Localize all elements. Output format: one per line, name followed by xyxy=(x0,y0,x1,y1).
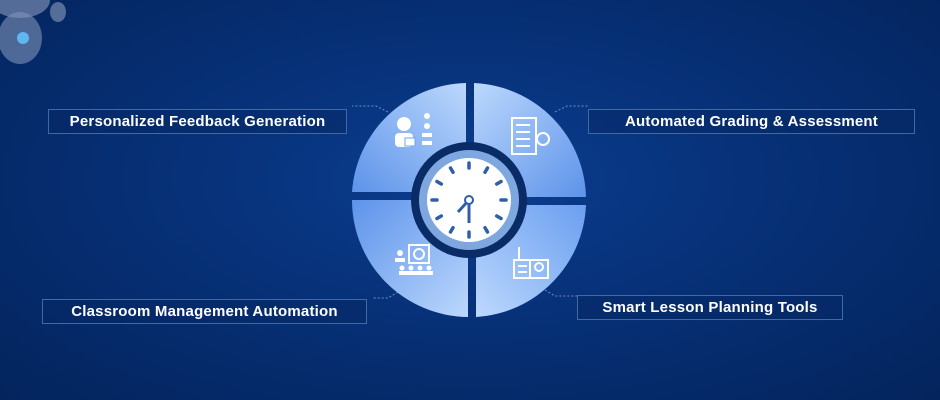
clock-tick xyxy=(494,179,503,186)
label-personalized-feedback: Personalized Feedback Generation xyxy=(48,109,347,134)
clock-icon xyxy=(411,142,527,258)
label-smart-lesson-planning: Smart Lesson Planning Tools xyxy=(577,295,843,320)
clock-tick xyxy=(494,214,503,221)
clock-tick xyxy=(448,225,455,234)
grading-icon xyxy=(511,117,550,155)
clock-tick xyxy=(435,214,444,221)
feedback-icon xyxy=(395,113,432,147)
label-automated-grading: Automated Grading & Assessment xyxy=(588,109,915,134)
clock-tick xyxy=(448,166,455,175)
clock-tick xyxy=(435,179,444,186)
lesson-plan-icon xyxy=(513,247,549,279)
robot-mascot-image xyxy=(0,0,66,64)
clock-tick xyxy=(483,166,490,175)
clock-tick xyxy=(483,225,490,234)
label-classroom-management: Classroom Management Automation xyxy=(42,299,367,324)
connector-lines xyxy=(352,105,588,299)
classroom-icon xyxy=(395,244,433,275)
